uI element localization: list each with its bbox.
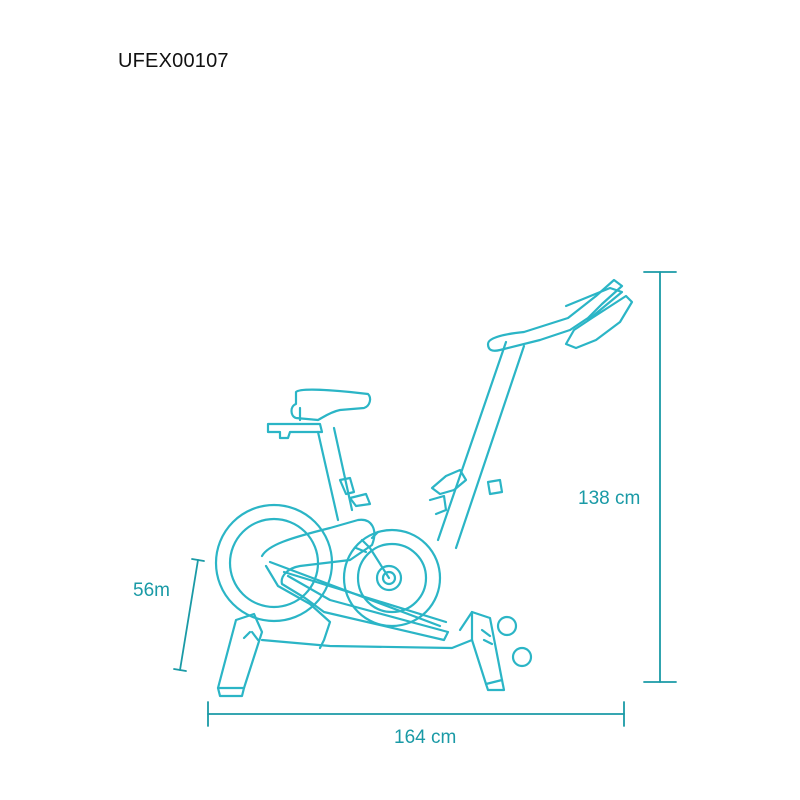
seat-dimension-line bbox=[173, 558, 205, 672]
crank-wheel bbox=[342, 528, 442, 628]
length-dimension-label: 164 cm bbox=[394, 727, 457, 748]
exercise-bike-outline bbox=[214, 278, 634, 698]
height-dimension-label: 138 cm bbox=[578, 488, 641, 509]
seat-assembly bbox=[266, 388, 372, 522]
seat-dimension-label: 56m bbox=[133, 580, 170, 601]
height-dimension-line bbox=[643, 271, 677, 683]
length-dimension-line bbox=[207, 701, 625, 727]
base-frame bbox=[216, 610, 533, 698]
handlebar-assembly bbox=[428, 278, 634, 550]
model-code: UFEX00107 bbox=[118, 50, 229, 72]
